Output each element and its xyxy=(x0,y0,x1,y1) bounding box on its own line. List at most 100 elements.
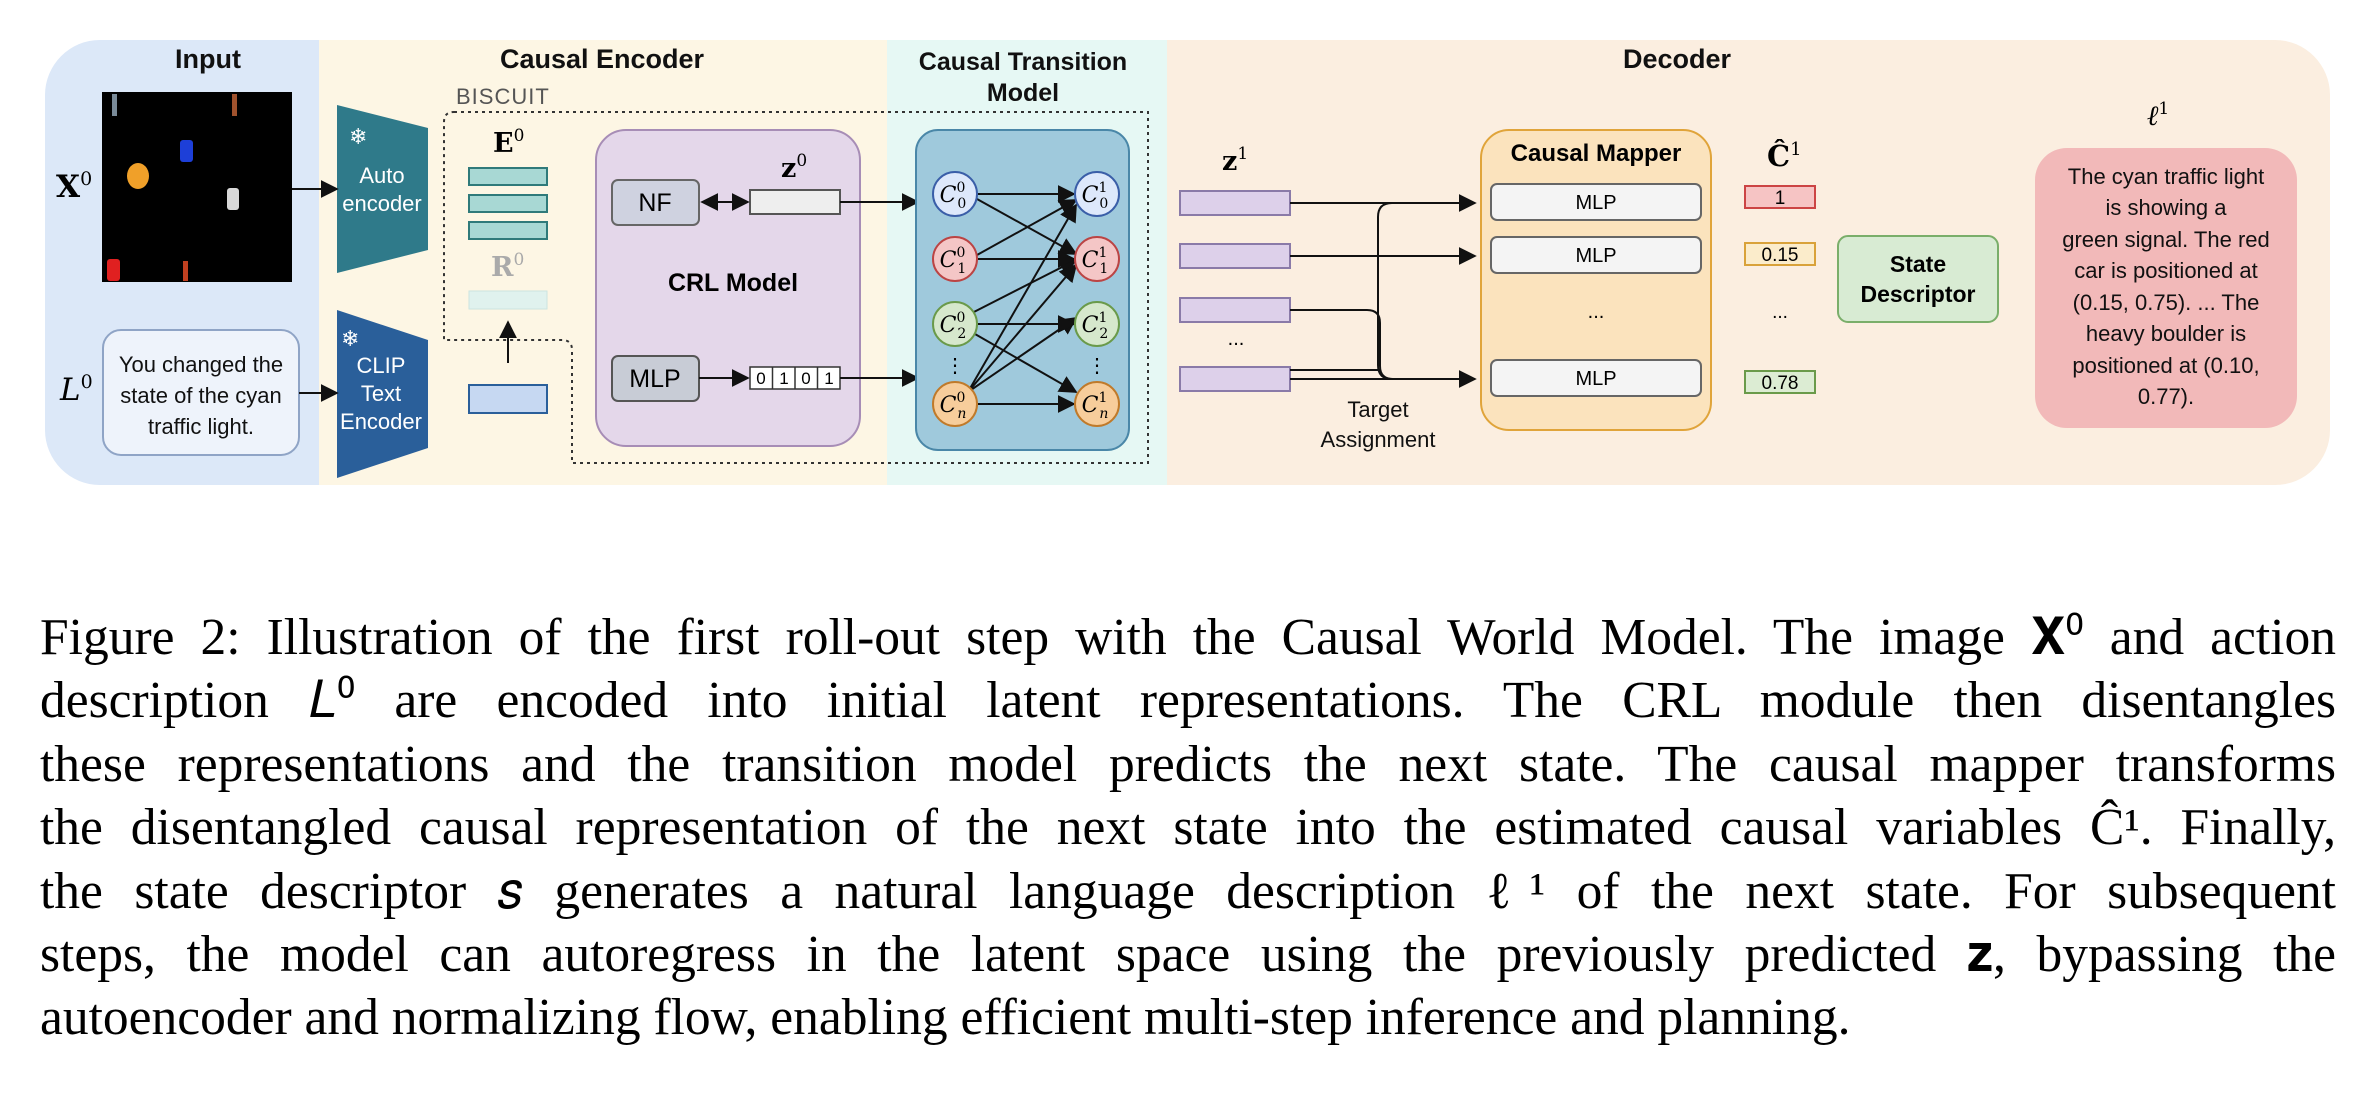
action-bits: 0 1 0 1 xyxy=(749,366,841,390)
white-car xyxy=(227,188,239,210)
svg-text:traffic light.: traffic light. xyxy=(148,414,254,439)
z1-ellipsis: ... xyxy=(1228,328,1245,350)
svg-text:0.77).: 0.77). xyxy=(2138,384,2194,409)
node-c1-t1 xyxy=(1074,236,1120,282)
mapper-mlps: MLP MLP ... MLP xyxy=(1490,183,1702,397)
e0-stack xyxy=(468,167,548,240)
crl-model-label: CRL Model xyxy=(668,269,798,297)
biscuit-region xyxy=(443,111,1149,464)
svg-text:C02: C02 xyxy=(940,310,967,342)
node-c2-t1 xyxy=(1074,301,1120,347)
nf-label: NF xyxy=(638,189,671,217)
encoder-title: Causal Encoder xyxy=(500,44,705,74)
biscuit-label: BISCUIT xyxy=(456,84,550,109)
svg-text:0: 0 xyxy=(801,369,810,388)
caption-line: the state descriptor 𝑠 generates a natur… xyxy=(40,862,2336,920)
r0-box xyxy=(468,290,548,310)
node-c1-t0 xyxy=(932,236,978,282)
svg-text:positioned at (0.10,: positioned at (0.10, xyxy=(2072,353,2259,378)
svg-text:1: 1 xyxy=(1775,188,1786,209)
action-text: You changed the state of the cyan traffi… xyxy=(119,352,283,439)
caption-line: description 𝐿⁰ are encoded into initial … xyxy=(40,672,2336,730)
svg-text:C0n: C0n xyxy=(940,390,967,422)
clip-label-3: Encoder xyxy=(340,409,422,434)
svg-text:MLP: MLP xyxy=(1575,368,1616,390)
input-image xyxy=(102,92,292,282)
svg-text:0.78: 0.78 xyxy=(1762,373,1799,394)
svg-text:(0.15, 0.75). ... The: (0.15, 0.75). ... The xyxy=(2073,290,2260,315)
state-descriptor-label-1: State xyxy=(1890,251,1946,277)
z1-label: z1 xyxy=(1222,144,1248,177)
boulder xyxy=(127,163,149,189)
svg-text:green signal. The red: green signal. The red xyxy=(2062,227,2270,252)
svg-text:heavy boulder is: heavy boulder is xyxy=(2086,321,2246,346)
target-assignment-lines xyxy=(1290,194,1477,388)
svg-text:The cyan traffic light: The cyan traffic light xyxy=(2068,164,2264,189)
output-description-box xyxy=(2035,148,2297,428)
svg-text:C1n: C1n xyxy=(1082,390,1109,422)
traffic-light-bottom xyxy=(183,261,188,281)
figure-diagram: Input Causal Encoder Causal Transition M… xyxy=(45,40,2330,485)
node-c0-t0 xyxy=(932,171,978,217)
caption-line: the disentangled causal representation o… xyxy=(40,799,2336,857)
svg-text:0: 0 xyxy=(756,369,765,388)
causal-mapper-label: Causal Mapper xyxy=(1511,140,1682,167)
autoencoder xyxy=(337,105,428,273)
ell-label: ℓ1 xyxy=(2147,99,2170,132)
x0-label: X0 xyxy=(56,168,92,205)
traffic-light-top-left xyxy=(112,94,117,116)
mlp-label: MLP xyxy=(629,365,680,393)
caption-line: steps, the model can autoregress in the … xyxy=(40,926,2336,984)
r0-label: R0 xyxy=(491,250,524,283)
svg-text:1: 1 xyxy=(824,369,833,388)
transition-title-line2: Model xyxy=(987,79,1059,107)
nf-box xyxy=(611,179,700,226)
z0-box xyxy=(749,189,841,215)
svg-text:C01: C01 xyxy=(940,245,967,277)
clip-label-2: Text xyxy=(361,381,401,406)
node-cn-t1 xyxy=(1074,381,1120,427)
output-description-text: The cyan traffic light is showing a gree… xyxy=(2062,164,2270,409)
l0-label: L0 xyxy=(59,371,93,408)
clip-label-1: CLIP xyxy=(357,353,406,378)
svg-text:C12: C12 xyxy=(1082,310,1109,342)
state-descriptor-box xyxy=(1837,235,1999,323)
svg-text:C00: C00 xyxy=(940,180,967,212)
z0-label: z0 xyxy=(781,151,807,184)
node-c2-t0 xyxy=(932,301,978,347)
svg-text:MLP: MLP xyxy=(1575,245,1616,267)
svg-text:car is positioned at: car is positioned at xyxy=(2074,258,2257,283)
input-title: Input xyxy=(175,44,241,74)
clip-text-encoder xyxy=(337,310,428,478)
svg-text:...: ... xyxy=(1588,301,1605,323)
z1-latents xyxy=(1179,190,1291,392)
node-cn-t0 xyxy=(932,381,978,427)
blue-car xyxy=(180,140,193,162)
traffic-light-top-right xyxy=(232,94,237,116)
svg-text:MLP: MLP xyxy=(1575,192,1616,214)
target-assignment-label-1: Target xyxy=(1347,397,1408,422)
red-car xyxy=(107,259,120,281)
clip-snowflake-icon: ❄ xyxy=(341,326,359,351)
autoencoder-snowflake-icon: ❄ xyxy=(349,124,367,149)
vdots-t0: ⋮ xyxy=(945,355,965,377)
causal-values: 1 0.15 ... 0.78 xyxy=(1744,185,1816,394)
caption-line: autoencoder and normalizing flow, enabli… xyxy=(40,989,1851,1047)
chat-label: Ĉ1 xyxy=(1767,138,1802,173)
figure-caption: Figure 2: Illustration of the first roll… xyxy=(40,606,2336,1050)
text-embedding-box xyxy=(468,384,548,414)
svg-text:C10: C10 xyxy=(1082,180,1109,212)
transition-title-line1: Causal Transition xyxy=(919,48,1127,76)
node-c0-t1 xyxy=(1074,171,1120,217)
svg-text:state of the cyan: state of the cyan xyxy=(120,383,281,408)
svg-text:You changed the: You changed the xyxy=(119,352,283,377)
svg-text:0.15: 0.15 xyxy=(1762,245,1799,266)
autoencoder-label-1: Auto xyxy=(359,163,404,188)
svg-text:is showing a: is showing a xyxy=(2105,195,2227,220)
e0-label: E0 xyxy=(493,126,524,159)
transition-self-edges xyxy=(978,185,1076,413)
caption-line: these representations and the transition… xyxy=(40,735,2336,793)
vdots-t1: ⋮ xyxy=(1087,355,1107,377)
target-assignment-label-2: Assignment xyxy=(1321,427,1436,452)
svg-text:1: 1 xyxy=(779,369,788,388)
